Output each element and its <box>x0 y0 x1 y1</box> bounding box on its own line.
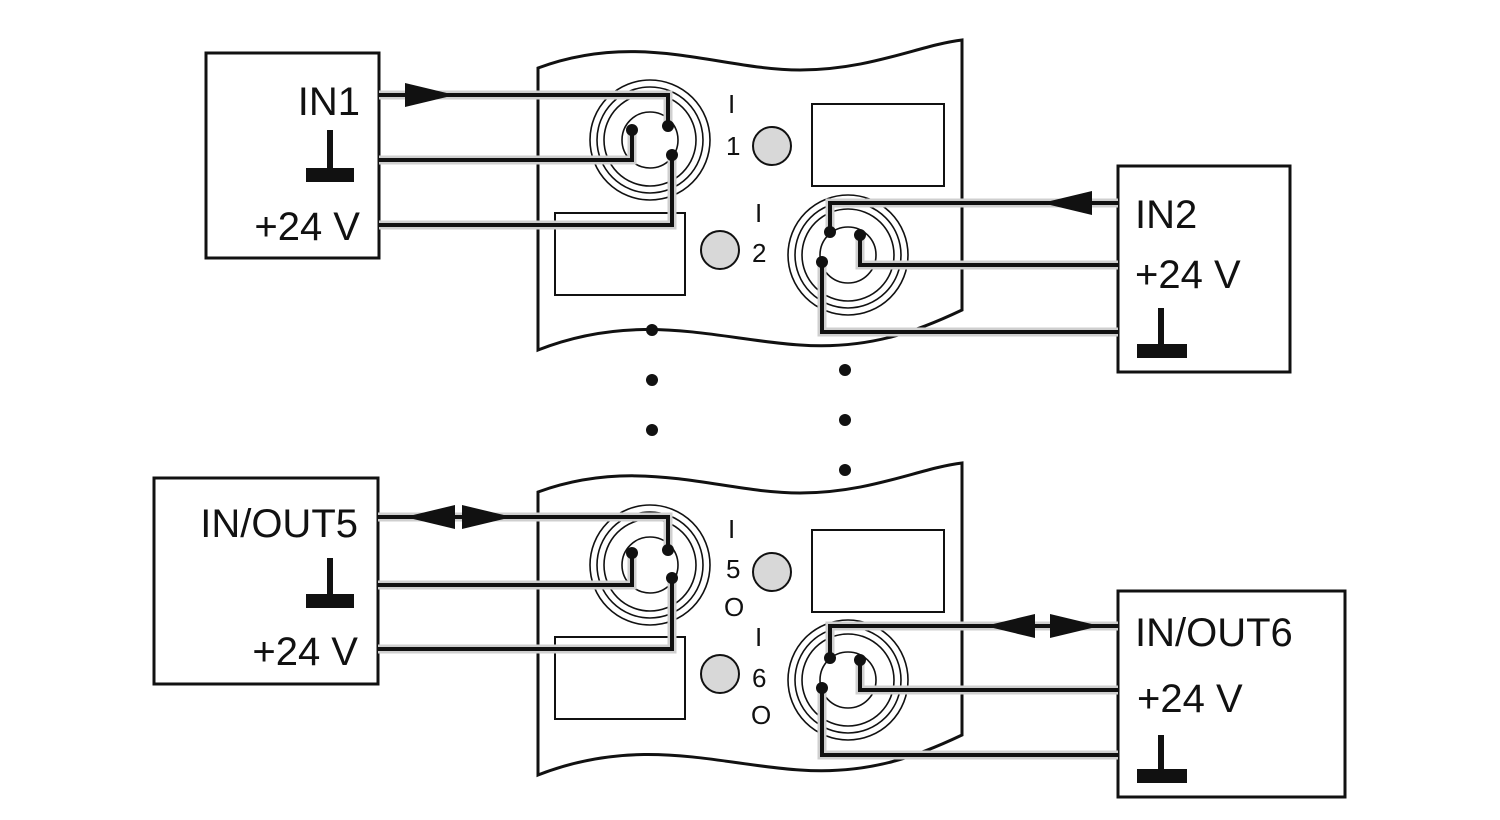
module-top-label-window-upper <box>811 103 945 187</box>
channel1-top-label: I <box>728 89 735 119</box>
channel5-bottom-label: O <box>724 592 744 622</box>
device-inout6-signal-label: IN/OUT6 <box>1135 611 1293 655</box>
connector-6-pin <box>854 654 866 666</box>
connector-5-pin <box>666 572 678 584</box>
device-inout5: IN/OUT5 +24 V <box>152 476 380 686</box>
channel2-led <box>700 230 740 270</box>
continuation-dot <box>646 324 658 336</box>
wires-inout5 <box>378 505 678 654</box>
connector-1-pin <box>666 149 678 161</box>
ground-icon <box>306 558 354 608</box>
channel1-led <box>752 126 792 166</box>
module-bottom-label-window-upper <box>811 529 945 613</box>
device-inout6: IN/OUT6 +24 V <box>1116 589 1347 799</box>
wires-in1 <box>379 83 678 230</box>
wire-inout5-ground <box>378 553 634 587</box>
device-in2-signal-label: IN2 <box>1135 193 1197 237</box>
ground-icon <box>1137 735 1187 783</box>
connector-1-pin <box>662 120 674 132</box>
channel5-number: 5 <box>726 554 740 584</box>
device-inout5-signal-label: IN/OUT5 <box>200 502 358 546</box>
channel1-number: 1 <box>726 131 740 161</box>
channel6-top-label: I <box>755 622 762 652</box>
wire-in1-signal <box>379 93 670 126</box>
connector-1 <box>589 79 711 201</box>
channel6-led <box>700 654 740 694</box>
module-top-housing <box>536 38 964 353</box>
device-in1-signal-label: IN1 <box>298 80 360 124</box>
connector-2-pin <box>824 226 836 238</box>
arrow-right-icon <box>1050 614 1100 638</box>
wire-inout5-supply <box>378 578 674 651</box>
wire-in1-supply <box>379 155 674 227</box>
device-in2-box <box>1116 164 1292 374</box>
channel5-top-label: I <box>728 514 735 544</box>
connector-6-pin <box>824 652 836 664</box>
arrow-left-icon <box>405 505 455 529</box>
wire-in2-ground <box>820 262 1118 334</box>
wire-in2-supply <box>858 235 1118 267</box>
arrow-right-icon <box>462 505 512 529</box>
wire-inout6-supply <box>858 660 1118 692</box>
connector-2-pin <box>816 256 828 268</box>
module-bottom-housing <box>536 461 964 778</box>
wire-inout6-ground <box>820 688 1118 757</box>
arrow-right-icon <box>405 83 455 107</box>
continuation-dots <box>646 324 851 476</box>
channel2-top-label: I <box>755 198 762 228</box>
connector-5-pin <box>626 547 638 559</box>
channel2-number: 2 <box>752 238 766 268</box>
channel6-bottom-label: O <box>751 700 771 730</box>
device-in2: IN2 +24 V <box>1116 164 1292 374</box>
continuation-dot <box>839 414 851 426</box>
ground-icon <box>1137 308 1187 358</box>
connector-5-pin <box>662 544 674 556</box>
connector-2-pin <box>854 229 866 241</box>
channel6-number: 6 <box>752 663 766 693</box>
continuation-dot <box>646 374 658 386</box>
device-in2-supply-label: +24 V <box>1135 253 1241 297</box>
connector-1-pin <box>626 124 638 136</box>
channel5-led <box>752 552 792 592</box>
device-in1-box <box>204 51 381 260</box>
device-inout6-supply-label: +24 V <box>1137 677 1243 721</box>
module-bottom: I 5 O I 6 O <box>536 461 964 778</box>
device-in1-supply-label: +24 V <box>254 205 360 249</box>
connector-6-pin <box>816 682 828 694</box>
wire-in1-ground <box>379 130 634 162</box>
continuation-dot <box>646 424 658 436</box>
device-inout6-box <box>1116 589 1347 799</box>
wires-in2 <box>816 191 1118 337</box>
ground-icon <box>306 130 354 182</box>
arrow-left-icon <box>985 614 1035 638</box>
continuation-dot <box>839 464 851 476</box>
module-top: I 1 I 2 <box>536 38 964 353</box>
wires-inout6 <box>816 614 1118 760</box>
device-in1: IN1 +24 V <box>204 51 381 260</box>
wire-in2-signal <box>828 201 1118 232</box>
device-inout5-supply-label: +24 V <box>252 630 358 674</box>
continuation-dot <box>839 364 851 376</box>
arrow-left-icon <box>1042 191 1092 215</box>
